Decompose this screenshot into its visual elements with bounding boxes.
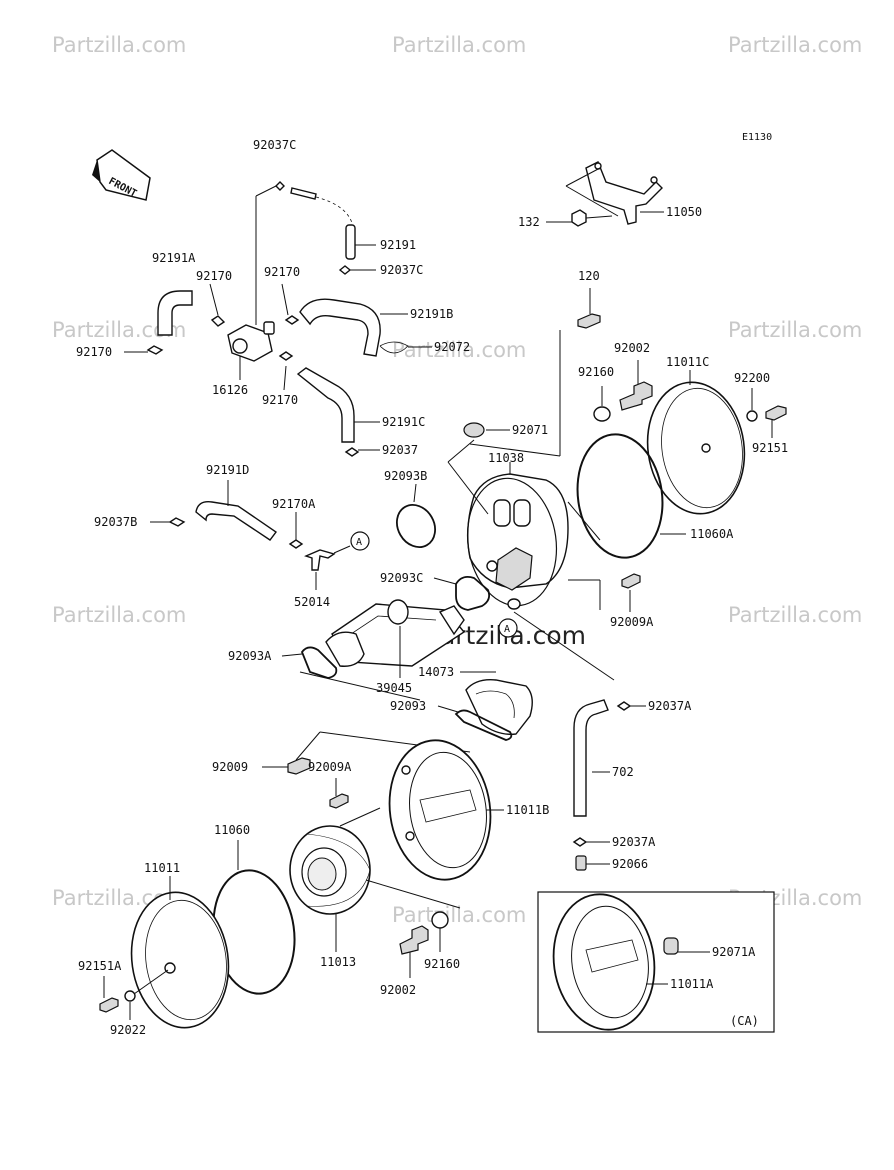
watermark: Partzilla.com [392, 903, 526, 927]
part-label-11060: 11060 [214, 823, 250, 837]
part-label-92151: 92151 [752, 441, 788, 455]
front-arrow-icon: FRONT [92, 149, 151, 201]
part-label-92191D: 92191D [206, 463, 249, 477]
watermark: Partzilla.com [392, 338, 526, 362]
part-label-92093: 92093 [390, 699, 426, 713]
watermark: Partzilla.com [728, 318, 862, 342]
part-label-11060A: 11060A [690, 527, 734, 541]
part-label-16126: 16126 [212, 383, 248, 397]
part-label-92093A: 92093A [228, 649, 272, 663]
watermark: Partzilla.com [392, 33, 526, 57]
part-label-11038: 11038 [488, 451, 524, 465]
part-label-92071A: 92071A [712, 945, 756, 959]
part-label-92191B: 92191B [410, 307, 453, 321]
air-cleaner-housing: A [396, 288, 787, 681]
part-label-92170: 92170 [76, 345, 112, 359]
part-label-92037A: 92037A [648, 699, 692, 713]
part-label-92022: 92022 [110, 1023, 146, 1037]
intake-duct [281, 599, 466, 701]
ref-circle-label: A [356, 537, 362, 548]
drain-hose [572, 699, 646, 871]
part-label-92200: 92200 [734, 371, 770, 385]
part-label-11011C: 11011C [666, 355, 709, 369]
part-label-92002: 92002 [614, 341, 650, 355]
part-label-92037: 92037 [382, 443, 418, 457]
part-label-11013: 11013 [320, 955, 356, 969]
part-label-92037A: 92037A [612, 835, 656, 849]
part-label-92009: 92009 [212, 760, 248, 774]
part-label-11011: 11011 [144, 861, 180, 875]
part-label-11011B: 11011B [506, 803, 549, 817]
part-label-120: 120 [578, 269, 600, 283]
lower-filter-assembly [99, 731, 504, 1029]
part-label-92093B: 92093B [384, 469, 427, 483]
part-label-11011A: 11011A [670, 977, 714, 991]
part-label-702: 702 [612, 765, 634, 779]
part-label-92170A: 92170A [272, 497, 316, 511]
part-label-92093C: 92093C [380, 571, 423, 585]
part-label-92037B: 92037B [94, 515, 137, 529]
part-label-92160: 92160 [424, 957, 460, 971]
part-label-92191A: 92191A [152, 251, 196, 265]
part-label-92002: 92002 [380, 983, 416, 997]
bracket-assembly [546, 161, 664, 227]
part-label-92170: 92170 [262, 393, 298, 407]
part-label-92191: 92191 [380, 238, 416, 252]
part-label-92072: 92072 [434, 340, 470, 354]
duct-14073 [437, 671, 533, 741]
part-labels: 92037C 92191 92037C 92191A 92170 92170 9… [76, 138, 788, 1037]
ref-circle [350, 531, 370, 551]
part-label-92170: 92170 [264, 265, 300, 279]
part-label-92170: 92170 [196, 269, 232, 283]
ref-circle [498, 618, 518, 638]
part-label-92009A: 92009A [610, 615, 654, 629]
hose-92191D-assembly: A [150, 480, 370, 590]
part-label-14073: 14073 [418, 665, 454, 679]
part-label-11050: 11050 [666, 205, 702, 219]
part-label-92037C: 92037C [380, 263, 423, 277]
variant-box-label: (CA) [730, 1014, 759, 1028]
part-label-92151A: 92151A [78, 959, 122, 973]
diagram-code: E1130 [742, 132, 772, 143]
part-label-92071: 92071 [512, 423, 548, 437]
part-label-92009A: 92009A [308, 760, 352, 774]
hose-assembly [124, 181, 432, 457]
part-label-132: 132 [518, 215, 540, 229]
part-label-92037C: 92037C [253, 138, 296, 152]
ca-variant-box: (CA) [537, 891, 775, 1033]
part-label-92160: 92160 [578, 365, 614, 379]
watermark: Partzilla.com [728, 603, 862, 627]
part-label-92066: 92066 [612, 857, 648, 871]
part-label-39045: 39045 [376, 681, 412, 695]
watermark: Partzilla.com [52, 603, 186, 627]
watermark: Partzilla.com [52, 33, 186, 57]
ref-circle-label: A [504, 624, 510, 635]
part-label-92191C: 92191C [382, 415, 425, 429]
part-label-52014: 52014 [294, 595, 330, 609]
watermark: Partzilla.com [728, 33, 862, 57]
